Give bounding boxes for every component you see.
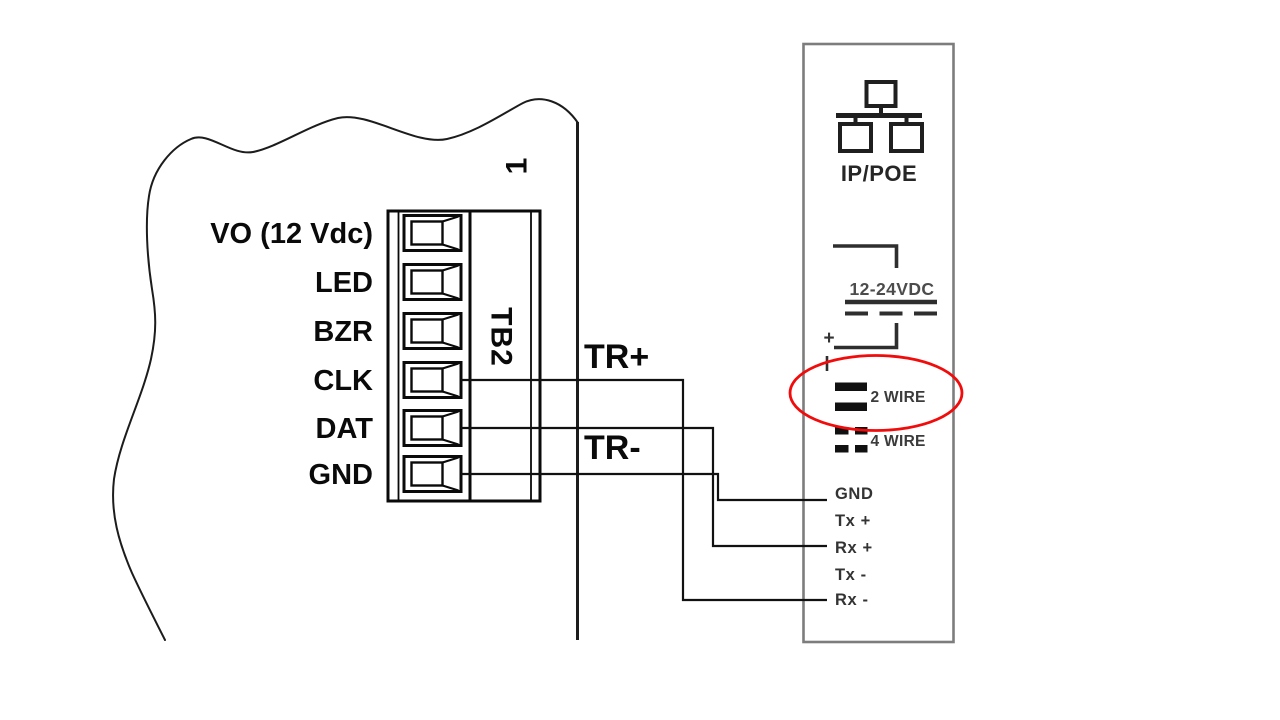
network-node-left [838, 122, 873, 153]
pin-label-bzr: BZR [313, 316, 373, 348]
power-bracket-bottom [834, 323, 899, 350]
wire-dat-to-rx-plus [461, 426, 827, 548]
panel-ref-label: 1 [501, 158, 534, 175]
highlight-ellipse-2wire [788, 354, 964, 432]
wire-clk-to-rx-minus [461, 378, 827, 602]
4wire-label: 4 WIRE [871, 433, 926, 450]
terminal-screw-vo [402, 214, 463, 252]
pin-label-vo: VO (12 Vdc) [210, 218, 373, 250]
power-rating-label: 12-24VDC [850, 279, 935, 299]
terminal-screw-clk [402, 361, 463, 399]
2wire-label: 2 WIRE [871, 389, 926, 406]
power-bracket-top [833, 244, 899, 268]
ethernet-network-icon [836, 80, 924, 153]
pin-label-clk: CLK [313, 365, 373, 397]
device-terminal-labels: GND Tx + Rx + Tx - Rx - [835, 485, 873, 609]
tb2-pin-labels: VO (12 Vdc) LED BZR CLK DAT GND [210, 218, 373, 491]
network-node-right [889, 122, 924, 153]
dc-power-symbol: 12-24VDC + [823, 244, 938, 371]
wire-label-tr-minus: TR- [584, 429, 641, 467]
ip-poe-device: IP/POE 12-24VDC + 2 WIRE 4 WIRE GND Tx +… [823, 80, 938, 609]
pin-label-gnd: GND [309, 459, 373, 491]
terminal-screw-bzr [402, 312, 463, 350]
4wire-dash [835, 427, 849, 435]
wire-mode-2wire: 2 WIRE [835, 382, 926, 411]
power-plus-sign: + [823, 328, 834, 349]
device-terminal-rx-minus: Rx - [835, 591, 869, 609]
device-terminal-tx-plus: Tx + [835, 512, 871, 530]
2wire-bar-top [835, 382, 867, 391]
device-terminal-tx-minus: Tx - [835, 566, 867, 584]
2wire-bar-bottom [835, 402, 867, 411]
tb2-label: TB2 [485, 307, 518, 367]
4wire-dash [835, 445, 849, 453]
terminal-screw-led [402, 263, 463, 301]
device-terminal-rx-plus: Rx + [835, 539, 873, 557]
4wire-dash [855, 445, 868, 453]
pin-label-led: LED [315, 267, 373, 299]
wire-gnd-to-gnd [461, 472, 827, 502]
pin-label-dat: DAT [316, 413, 374, 445]
device-title: IP/POE [841, 161, 917, 186]
wire-label-tr-plus: TR+ [584, 338, 649, 376]
terminal-screw-dat [402, 409, 463, 447]
panel-torn-edge [112, 98, 579, 641]
terminal-block-tb2 [386, 209, 542, 503]
bus-wires [461, 378, 827, 602]
device-terminal-gnd: GND [835, 485, 873, 503]
terminal-screw-gnd [402, 455, 463, 493]
tb2-body [386, 209, 542, 503]
ip-poe-device-body [802, 42, 955, 644]
